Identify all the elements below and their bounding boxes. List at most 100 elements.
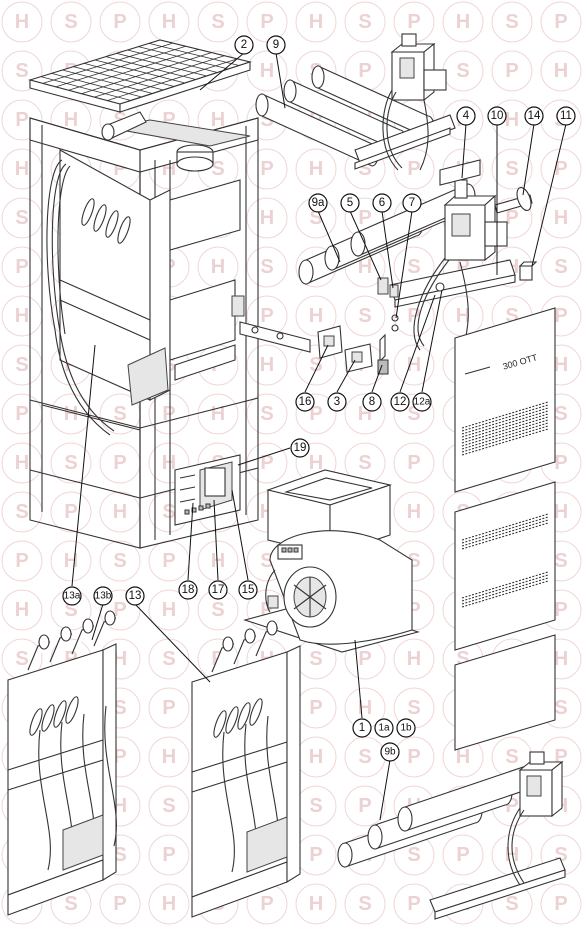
watermark-mark: P bbox=[1, 246, 43, 288]
svg-text:S: S bbox=[15, 501, 28, 523]
svg-text:H: H bbox=[64, 550, 78, 572]
svg-text:P: P bbox=[358, 795, 371, 817]
callout-13a: 13a bbox=[62, 586, 82, 606]
svg-text:H: H bbox=[64, 403, 78, 425]
callout-10: 10 bbox=[487, 106, 507, 126]
svg-text:S: S bbox=[505, 893, 518, 915]
watermark-mark: S bbox=[246, 246, 288, 288]
callout-9: 9 bbox=[266, 35, 286, 55]
svg-text:S: S bbox=[505, 746, 518, 768]
svg-text:S: S bbox=[505, 158, 518, 180]
watermark-mark: H bbox=[148, 1, 190, 43]
watermark-mark: S bbox=[344, 295, 386, 337]
svg-text:P: P bbox=[309, 403, 322, 425]
front-panels-drawing: 300 OTT bbox=[454, 307, 556, 751]
svg-text:P: P bbox=[554, 158, 567, 180]
callout-11: 11 bbox=[556, 106, 576, 126]
svg-text:P: P bbox=[554, 599, 567, 621]
callout-16: 16 bbox=[295, 392, 315, 412]
svg-text:1a: 1a bbox=[378, 723, 390, 734]
svg-text:3: 3 bbox=[334, 396, 340, 408]
svg-text:H: H bbox=[407, 354, 421, 376]
heater-cabinet-drawing bbox=[28, 39, 311, 549]
watermark-mark: P bbox=[295, 393, 337, 435]
svg-text:S: S bbox=[162, 795, 175, 817]
svg-text:P: P bbox=[358, 207, 371, 229]
callout-2: 2 bbox=[234, 35, 254, 55]
svg-text:S: S bbox=[554, 697, 567, 719]
svg-text:H: H bbox=[554, 501, 568, 523]
svg-text:H: H bbox=[407, 648, 421, 670]
watermark-mark: S bbox=[50, 442, 92, 484]
watermark-mark: P bbox=[1, 540, 43, 582]
svg-text:S: S bbox=[211, 158, 224, 180]
svg-text:S: S bbox=[407, 844, 420, 866]
watermark-mark: S bbox=[344, 736, 386, 778]
svg-text:P: P bbox=[260, 452, 273, 474]
watermark-mark: P bbox=[393, 148, 435, 190]
watermark-mark: P bbox=[393, 883, 435, 925]
watermark-mark: H bbox=[246, 197, 288, 239]
watermark-mark: P bbox=[540, 148, 582, 190]
svg-text:S: S bbox=[113, 697, 126, 719]
heat-exchanger-variants bbox=[7, 610, 301, 918]
callout-15: 15 bbox=[238, 580, 258, 600]
svg-text:P: P bbox=[162, 550, 175, 572]
svg-text:S: S bbox=[162, 501, 175, 523]
watermark-mark: H bbox=[50, 540, 92, 582]
svg-text:13a: 13a bbox=[64, 591, 81, 602]
watermark-mark: S bbox=[148, 638, 190, 680]
svg-text:H: H bbox=[211, 550, 225, 572]
svg-text:S: S bbox=[554, 550, 567, 572]
svg-text:S: S bbox=[113, 403, 126, 425]
callout-1: 1 bbox=[352, 718, 372, 738]
watermark-mark: S bbox=[540, 246, 582, 288]
svg-text:H: H bbox=[162, 452, 176, 474]
watermark-mark: H bbox=[148, 442, 190, 484]
svg-text:P: P bbox=[162, 697, 175, 719]
watermark-mark: P bbox=[246, 442, 288, 484]
svg-text:H: H bbox=[505, 109, 519, 131]
svg-text:13: 13 bbox=[129, 590, 142, 602]
svg-text:P: P bbox=[260, 158, 273, 180]
svg-text:P: P bbox=[260, 305, 273, 327]
fan-assembly-drawing bbox=[243, 469, 420, 653]
svg-text:S: S bbox=[358, 452, 371, 474]
callout-7: 7 bbox=[402, 193, 422, 213]
watermark-mark: H bbox=[393, 491, 435, 533]
callout-12a: 12a bbox=[412, 392, 432, 412]
watermark-mark: P bbox=[1, 393, 43, 435]
watermark-mark: P bbox=[295, 687, 337, 729]
svg-text:6: 6 bbox=[379, 197, 385, 209]
watermark-mark: H bbox=[50, 393, 92, 435]
watermark-mark: P bbox=[246, 148, 288, 190]
watermark-mark: P bbox=[50, 491, 92, 533]
svg-text:S: S bbox=[407, 697, 420, 719]
svg-text:S: S bbox=[456, 60, 469, 82]
svg-text:P: P bbox=[407, 452, 420, 474]
watermark-mark: H bbox=[148, 883, 190, 925]
callout-18: 18 bbox=[178, 580, 198, 600]
svg-text:S: S bbox=[15, 354, 28, 376]
svg-text:H: H bbox=[309, 746, 323, 768]
svg-text:H: H bbox=[113, 501, 127, 523]
svg-text:H: H bbox=[456, 746, 470, 768]
svg-text:P: P bbox=[505, 60, 518, 82]
svg-text:P: P bbox=[407, 746, 420, 768]
svg-text:P: P bbox=[407, 893, 420, 915]
callout-3: 3 bbox=[327, 392, 347, 412]
svg-text:H: H bbox=[211, 109, 225, 131]
watermark-mark: P bbox=[148, 834, 190, 876]
watermark-mark: H bbox=[246, 344, 288, 386]
watermark-mark: S bbox=[1, 197, 43, 239]
svg-text:H: H bbox=[15, 11, 29, 33]
svg-text:H: H bbox=[309, 893, 323, 915]
svg-text:P: P bbox=[554, 305, 567, 327]
burner-assembly-middle bbox=[298, 159, 538, 375]
watermark-mark: H bbox=[99, 491, 141, 533]
svg-text:S: S bbox=[260, 403, 273, 425]
callout-12: 12 bbox=[390, 392, 410, 412]
svg-text:P: P bbox=[358, 648, 371, 670]
watermark-mark: S bbox=[491, 148, 533, 190]
watermark-mark: P bbox=[148, 687, 190, 729]
